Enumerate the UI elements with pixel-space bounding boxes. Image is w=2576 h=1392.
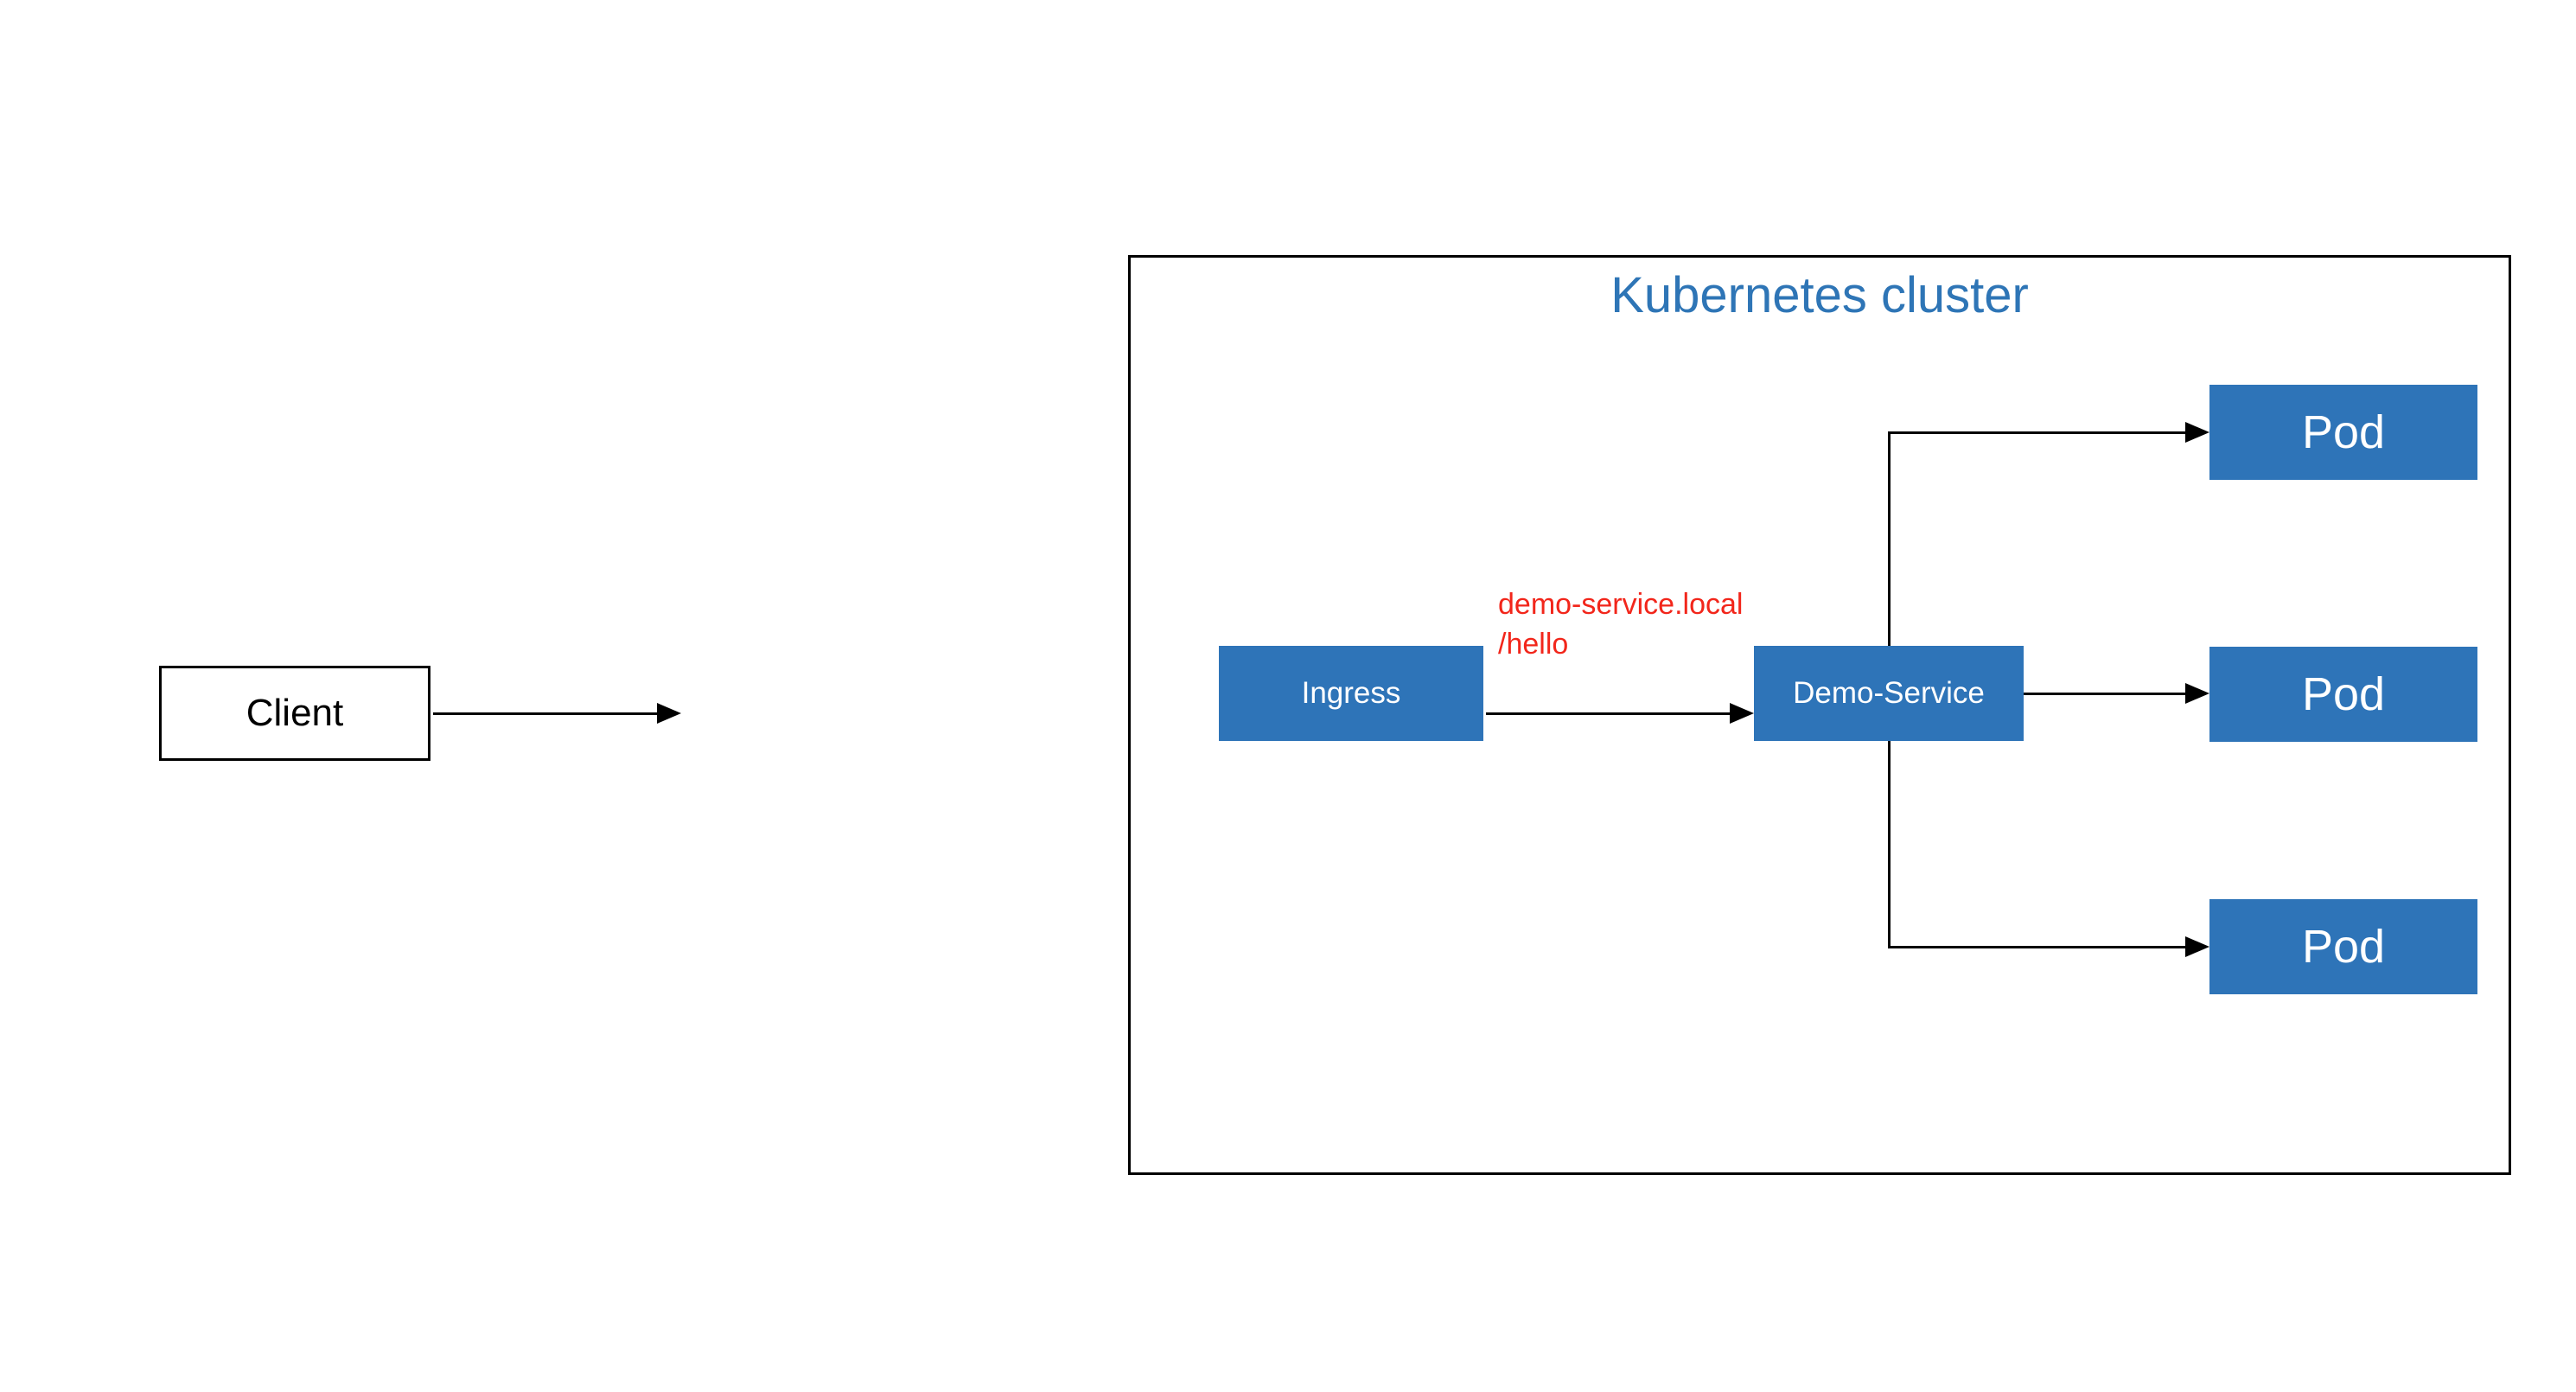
client-arrow-head xyxy=(657,703,681,724)
client-node: Client xyxy=(159,666,430,761)
service-to-pod3-connector-horizontal xyxy=(1888,946,2185,948)
cluster-title: Kubernetes cluster xyxy=(1610,267,2029,323)
service-to-pod2-arrow-head xyxy=(2185,683,2209,704)
demo-service-label: Demo-Service xyxy=(1793,676,1985,710)
service-to-pod1-connector-horizontal xyxy=(1888,431,2185,434)
demo-service-node: Demo-Service xyxy=(1754,646,2024,741)
pod-node-1: Pod xyxy=(2209,385,2477,480)
ingress-to-service-arrow-head xyxy=(1730,703,1754,724)
service-to-pod3-connector-vertical xyxy=(1888,741,1891,947)
pod-node-3: Pod xyxy=(2209,899,2477,994)
service-to-pod1-arrow-head xyxy=(2185,422,2209,443)
client-arrow-line xyxy=(433,712,657,715)
pod-2-label: Pod xyxy=(2301,668,2386,720)
ingress-to-service-arrow-line xyxy=(1486,712,1731,715)
pod-node-2: Pod xyxy=(2209,647,2477,742)
ingress-label: Ingress xyxy=(1301,676,1401,710)
service-to-pod2-connector xyxy=(2024,693,2185,695)
ingress-node: Ingress xyxy=(1219,646,1483,741)
service-to-pod1-connector-vertical xyxy=(1888,432,1891,646)
route-annotation-host: demo-service.local xyxy=(1498,588,1744,621)
kubernetes-cluster-boundary xyxy=(1128,255,2511,1175)
route-annotation: demo-service.local /hello xyxy=(1498,584,1743,664)
pod-3-label: Pod xyxy=(2301,921,2386,973)
route-annotation-path: /hello xyxy=(1498,628,1569,661)
service-to-pod3-arrow-head xyxy=(2185,936,2209,957)
pod-1-label: Pod xyxy=(2301,406,2386,458)
client-label: Client xyxy=(245,692,344,734)
